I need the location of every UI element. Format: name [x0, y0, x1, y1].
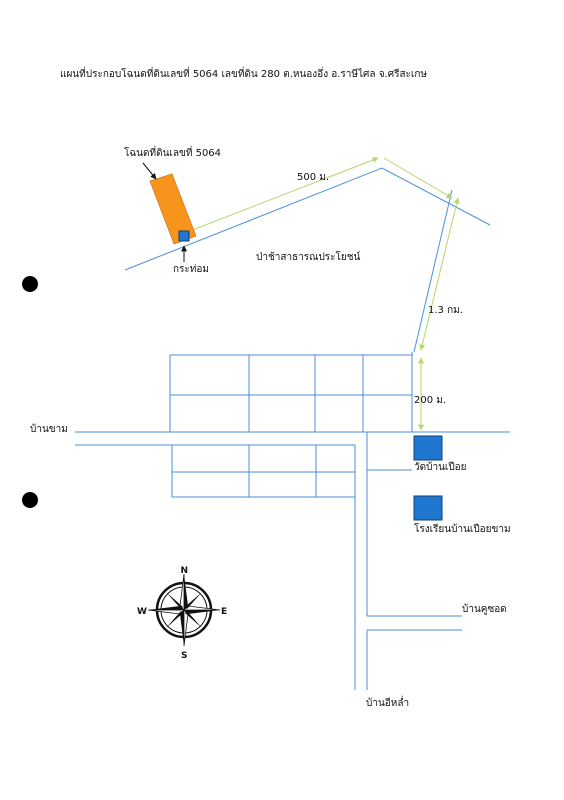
- compass-east: E: [221, 607, 227, 617]
- land-plot: [142, 162, 197, 262]
- map-title: แผนที่ประกอบโฉนดที่ดินเลขที่ 5064 เลขที่…: [60, 66, 427, 80]
- distance-1-3-label: 1.3 กม.: [428, 305, 463, 316]
- measure-1-3km: [419, 197, 460, 351]
- hut-label: กระท่อม: [173, 264, 209, 275]
- road-grid: [75, 352, 510, 690]
- deed-pointer: [142, 162, 157, 180]
- plot-shape: [149, 173, 197, 245]
- hut-marker: [178, 230, 190, 242]
- distance-markers: [189, 157, 460, 431]
- deed-label: โฉนดที่ดินเลขที่ 5064: [124, 145, 221, 159]
- compass-icon: N S E W: [137, 566, 227, 661]
- binder-hole-bottom: [22, 492, 38, 508]
- compass-south: S: [181, 651, 187, 661]
- village-east-label: บ้านคูซอด: [462, 603, 507, 615]
- school-label: โรงเรียนบ้านเปือยขาม: [414, 522, 511, 535]
- distance-500-label: 500 ม.: [297, 172, 329, 183]
- measure-500m: [189, 157, 379, 232]
- school-icon: [413, 495, 443, 521]
- temple-icon: [413, 435, 443, 461]
- compass-west: W: [137, 607, 147, 617]
- temple-label: วัดบ้านเปือย: [414, 461, 467, 473]
- road-northeast: [413, 189, 453, 353]
- forest-label: ป่าช้าสาธารณประโยชน์: [256, 250, 361, 263]
- binder-hole-top: [22, 276, 38, 292]
- village-west-label: บ้านขาม: [30, 423, 68, 435]
- compass-north: N: [181, 566, 189, 576]
- village-south-label: บ้านอีหล่ำ: [366, 695, 409, 709]
- distance-200-label: 200 ม.: [414, 395, 446, 406]
